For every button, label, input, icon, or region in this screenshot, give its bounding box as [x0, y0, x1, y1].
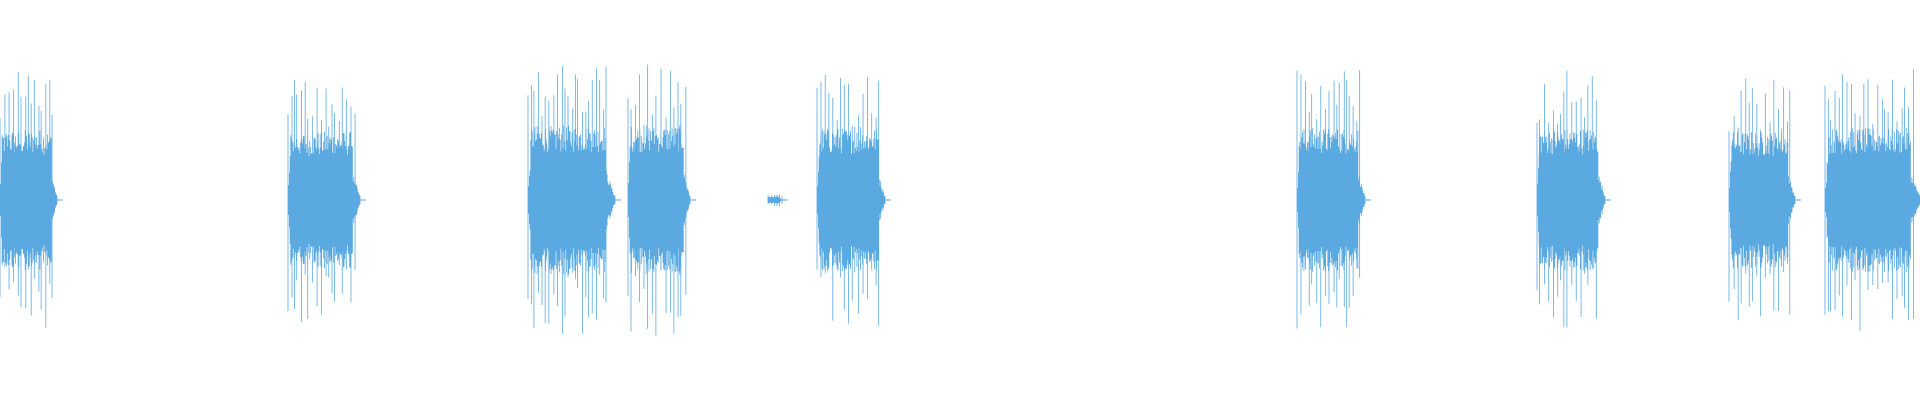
waveform-trace	[0, 72, 58, 328]
waveform-burst	[767, 194, 788, 207]
waveform-burst	[1536, 70, 1611, 328]
waveform-burst	[627, 64, 696, 336]
waveform-burst	[1296, 70, 1371, 329]
waveform-trace	[1728, 78, 1796, 321]
waveform-traces	[0, 64, 1920, 336]
waveform-trace	[627, 64, 691, 336]
waveform-trace	[287, 80, 361, 322]
waveform-burst	[1824, 69, 1920, 331]
waveform-trace	[1296, 70, 1366, 329]
waveform-burst	[1728, 78, 1801, 321]
waveform-burst	[0, 72, 63, 328]
waveform-burst	[287, 80, 366, 322]
waveform-burst	[527, 66, 621, 334]
waveform-trace	[1824, 69, 1920, 331]
waveform-trace	[767, 194, 783, 207]
waveform-burst	[816, 74, 891, 326]
waveform-trace	[816, 74, 886, 326]
waveform-trace	[1536, 70, 1606, 328]
waveform-trace	[527, 66, 616, 334]
